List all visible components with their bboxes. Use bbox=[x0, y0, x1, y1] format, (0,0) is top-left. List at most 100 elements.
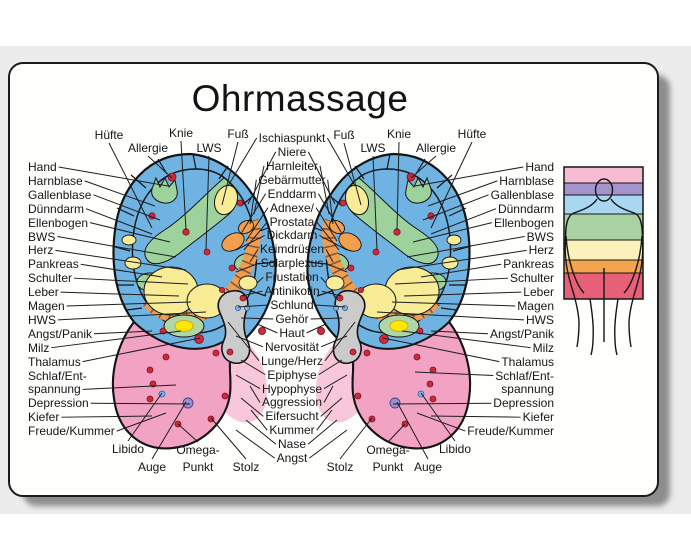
label-freude-kummer: Freude/Kummer bbox=[28, 424, 115, 439]
leader-line bbox=[403, 291, 522, 297]
label-kiefer: Kiefer bbox=[522, 410, 554, 425]
leader-line bbox=[410, 155, 437, 179]
leader-line bbox=[60, 291, 180, 297]
label-milz: Milz bbox=[532, 340, 554, 355]
leader-line bbox=[310, 317, 343, 320]
leader-line bbox=[320, 397, 343, 417]
legend-band-dividers bbox=[564, 182, 643, 274]
label-prostata: Prostata bbox=[269, 214, 315, 229]
label-milz: Milz bbox=[28, 340, 50, 355]
leader-line bbox=[85, 208, 153, 235]
label-depression: Depression bbox=[28, 396, 89, 411]
label-angst-panik: Angst/Panik bbox=[489, 326, 554, 341]
label-nervositat: Nervosität bbox=[264, 339, 320, 354]
legend-band-4 bbox=[564, 240, 643, 260]
leader-line bbox=[430, 330, 488, 335]
leader-line bbox=[58, 166, 169, 187]
leader-line bbox=[414, 166, 524, 187]
label-libido: Libido bbox=[111, 442, 145, 456]
label-ellenbogen: Ellenbogen bbox=[28, 215, 89, 230]
leader-line bbox=[316, 409, 333, 431]
label-freude-kummer: Freude/Kummer bbox=[467, 424, 554, 439]
yellow-point-zone bbox=[174, 320, 194, 332]
label-allergie: Allergie bbox=[127, 141, 169, 155]
leader-line bbox=[326, 137, 356, 187]
label-punkt: Punkt bbox=[372, 460, 404, 474]
leader-line bbox=[323, 385, 334, 403]
leader-line bbox=[147, 155, 173, 179]
leader-line bbox=[323, 374, 348, 389]
leader-line bbox=[343, 142, 362, 206]
chart-title: Ohrmassage bbox=[191, 78, 409, 119]
orange-zone bbox=[221, 232, 245, 252]
leader-line bbox=[396, 401, 429, 460]
leader-line bbox=[108, 142, 153, 229]
leader-line bbox=[392, 402, 492, 405]
leader-line bbox=[241, 290, 263, 297]
leader-line bbox=[420, 263, 502, 278]
label-harnleiter: Harnleiter bbox=[265, 158, 319, 173]
leader-line bbox=[241, 193, 267, 233]
leader-line bbox=[90, 402, 191, 405]
label-kummer: Kummer bbox=[269, 423, 315, 438]
leader-line bbox=[414, 371, 494, 376]
legend-band-0 bbox=[564, 167, 643, 183]
leader-line bbox=[249, 385, 261, 403]
leader-line bbox=[249, 249, 259, 263]
label-eifersucht: Eifersucht bbox=[265, 409, 319, 424]
leader-line bbox=[325, 262, 348, 273]
label-stolz: Stolz bbox=[232, 460, 260, 474]
leader-line bbox=[372, 155, 378, 251]
leader-line bbox=[235, 374, 261, 389]
label-leber: Leber bbox=[28, 285, 59, 300]
leader-line bbox=[57, 236, 177, 258]
label-spannung: spannung bbox=[501, 382, 554, 397]
leader-line bbox=[227, 321, 260, 362]
label-gallenblase: Gallenblase bbox=[490, 187, 554, 202]
leader-line bbox=[84, 180, 156, 207]
label-hws: HWS bbox=[526, 312, 554, 327]
leader-line bbox=[315, 304, 346, 308]
label-lws: LWS bbox=[196, 141, 222, 155]
purple-eye-point bbox=[182, 397, 194, 409]
label-magen: Magen bbox=[28, 299, 65, 313]
leader-line bbox=[237, 304, 269, 308]
label-dunndarm: Dünndarm bbox=[497, 201, 554, 216]
label-schlaf-ent: Schlaf/Ent- bbox=[28, 368, 87, 383]
leader-line bbox=[151, 401, 187, 460]
leader-line bbox=[319, 165, 330, 215]
leader-line bbox=[227, 137, 258, 187]
label-schlaf-ent: Schlaf/Ent- bbox=[495, 368, 554, 383]
leader-line bbox=[256, 323, 278, 334]
leader-line bbox=[127, 392, 163, 442]
leader-line bbox=[396, 249, 527, 271]
inner-rim-line bbox=[131, 168, 258, 334]
leader-line bbox=[51, 330, 182, 349]
label-ellenbogen: Ellenbogen bbox=[493, 215, 554, 230]
left-ear-illustration bbox=[111, 152, 277, 450]
label-gebarmutter: Gebärmutter bbox=[258, 172, 326, 187]
label-magen: Magen bbox=[517, 299, 554, 313]
yellow-rim-zone-2 bbox=[121, 234, 137, 246]
label-aggression: Aggression bbox=[261, 395, 323, 410]
leader-line bbox=[320, 276, 327, 284]
label-nase: Nase bbox=[277, 437, 307, 452]
label-pankreas: Pankreas bbox=[28, 257, 79, 272]
label-antinikotin: Antinikotin bbox=[264, 284, 320, 299]
leader-line bbox=[82, 337, 201, 363]
leader-line bbox=[240, 397, 264, 417]
leader-line bbox=[235, 234, 265, 251]
label-auge: Auge bbox=[137, 460, 167, 474]
legend-band-5 bbox=[564, 260, 643, 273]
leader-line bbox=[245, 419, 277, 445]
leader-line bbox=[180, 140, 187, 231]
leader-line bbox=[339, 417, 373, 460]
leader-line bbox=[61, 415, 153, 418]
label-knie: Knie bbox=[168, 126, 194, 140]
leader-line bbox=[240, 359, 266, 376]
label-keimdrusen: Keimdrüsen bbox=[259, 242, 325, 257]
label-fuss: Fuß bbox=[333, 128, 355, 142]
leader-line bbox=[253, 165, 265, 215]
